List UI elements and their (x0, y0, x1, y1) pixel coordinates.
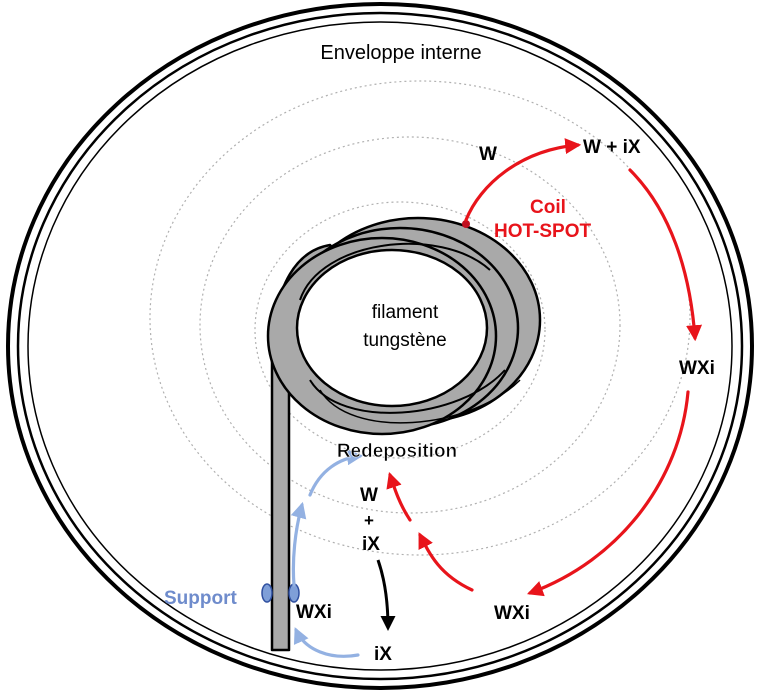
wxi-right-label: WXi (679, 358, 715, 379)
red-cycle-arrows (386, 138, 703, 597)
arrow-w-to-wix (464, 138, 582, 222)
redeposition-label: Redeposition (337, 441, 457, 462)
filament-label-line1: filament (372, 302, 439, 323)
arrow-wxi-up (290, 501, 307, 587)
w-plus-ix-top-label: W + iX (583, 137, 641, 158)
arrow-wxi-to-bottom (526, 390, 690, 597)
arrow-ix-to-wxi (293, 627, 360, 658)
tungsten-filament-coil (266, 216, 542, 652)
wxi-left-label: WXi (296, 602, 332, 623)
envelope-label: Enveloppe interne (320, 42, 481, 64)
filament-label-line2: tungstène (363, 330, 446, 351)
support-clamp (261, 583, 300, 603)
ix-mid-label: iX (362, 534, 380, 555)
arrow-wix-to-wxi (628, 168, 703, 342)
zone-circle-inner (254, 201, 546, 459)
zone-circle-middle (199, 136, 621, 514)
plus-mid-label: + (364, 511, 374, 530)
w-top-label: W (479, 144, 497, 165)
coil-label: Coil (530, 197, 566, 218)
hot-spot-marker (462, 220, 470, 228)
zone-circle-outer (149, 80, 691, 556)
blue-cycle-arrows (290, 449, 364, 658)
w-mid-label: W (360, 485, 378, 506)
arrow-wxi-to-mid (418, 532, 474, 592)
support-label: Support (164, 588, 237, 609)
wxi-bottom-label: WXi (494, 603, 530, 624)
hot-spot-label: HOT-SPOT (494, 221, 592, 242)
temperature-zones (149, 80, 691, 556)
arrow-black-down (376, 559, 396, 631)
envelope-bulb (6, 2, 754, 690)
filament-core (295, 248, 489, 408)
ix-bottom-label: iX (374, 644, 392, 665)
filament-lead (270, 348, 291, 652)
arrow-to-redeposition (386, 471, 412, 522)
arrow-to-redeposition-blue (308, 449, 364, 497)
